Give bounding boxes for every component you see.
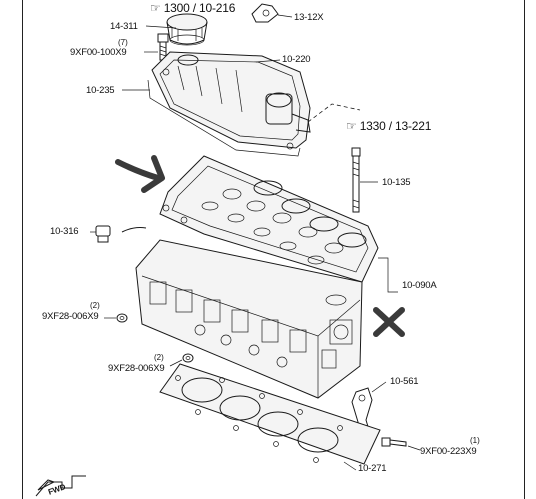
cover-gasket-label: 10-235 — [86, 85, 115, 96]
plug-lower-label: 9XF28-006X9 — [108, 363, 165, 374]
cap-reference-text: 1300 / 10-216 — [163, 1, 236, 15]
cover-leader — [255, 59, 281, 63]
oil-filler-cap — [166, 13, 208, 46]
sheet-reference-icon: ☞ — [346, 119, 357, 133]
head-leader — [378, 257, 398, 293]
sheet-reference-icon: ☞ — [150, 1, 161, 15]
cover-bolt-qty: (7) — [118, 38, 128, 47]
head-gasket — [159, 363, 381, 471]
annotation-arrow — [115, 155, 165, 193]
frame-border-right — [524, 0, 525, 499]
cover-part-label: 10-220 — [282, 54, 311, 65]
plug-lower-leader — [169, 359, 183, 367]
hose-reference-text: 1330 / 13-221 — [359, 119, 432, 133]
hook-bolt-qty: (1) — [470, 436, 480, 445]
cylinder-head-body — [135, 239, 363, 399]
bracket-label: 13-12X — [294, 12, 324, 23]
annotation-cross — [373, 307, 405, 337]
hook-bolt-label: 9XF00-223X9 — [420, 446, 477, 457]
stud-bolt — [351, 147, 378, 213]
plug-part-label: 10-316 — [50, 226, 79, 237]
plug-large — [90, 225, 147, 243]
hook-bolt — [381, 437, 421, 451]
head-part-label: 10-090A — [402, 280, 437, 291]
plug-small-qty: (2) — [90, 301, 100, 310]
hook-part-label: 10-561 — [390, 376, 419, 387]
bracket — [251, 3, 293, 23]
fwd-arrow-icon — [35, 475, 86, 497]
hose-reference-label: ☞ 1330 / 13-221 — [346, 120, 431, 133]
plug-small-upper — [116, 313, 128, 323]
head-gasket-label: 10-271 — [358, 463, 387, 474]
cap-part-label: 14-311 — [110, 21, 138, 32]
cover-gasket — [147, 79, 301, 157]
cap-reference-label: ☞ 1300 / 10-216 — [150, 2, 235, 15]
stud-part-label: 10-135 — [382, 177, 411, 188]
cylinder-head-cover — [151, 51, 311, 150]
plug-small-label: 9XF28-006X9 — [42, 311, 99, 322]
plug-lower-qty: (2) — [154, 353, 164, 362]
cylinder-head-top — [159, 155, 379, 283]
frame-border-left — [22, 0, 23, 499]
cover-bolt-label: 9XF00-100X9 — [70, 47, 127, 58]
hose-reference-line — [307, 103, 361, 123]
cap-leader — [145, 25, 177, 29]
plug-small-lower — [182, 353, 194, 363]
